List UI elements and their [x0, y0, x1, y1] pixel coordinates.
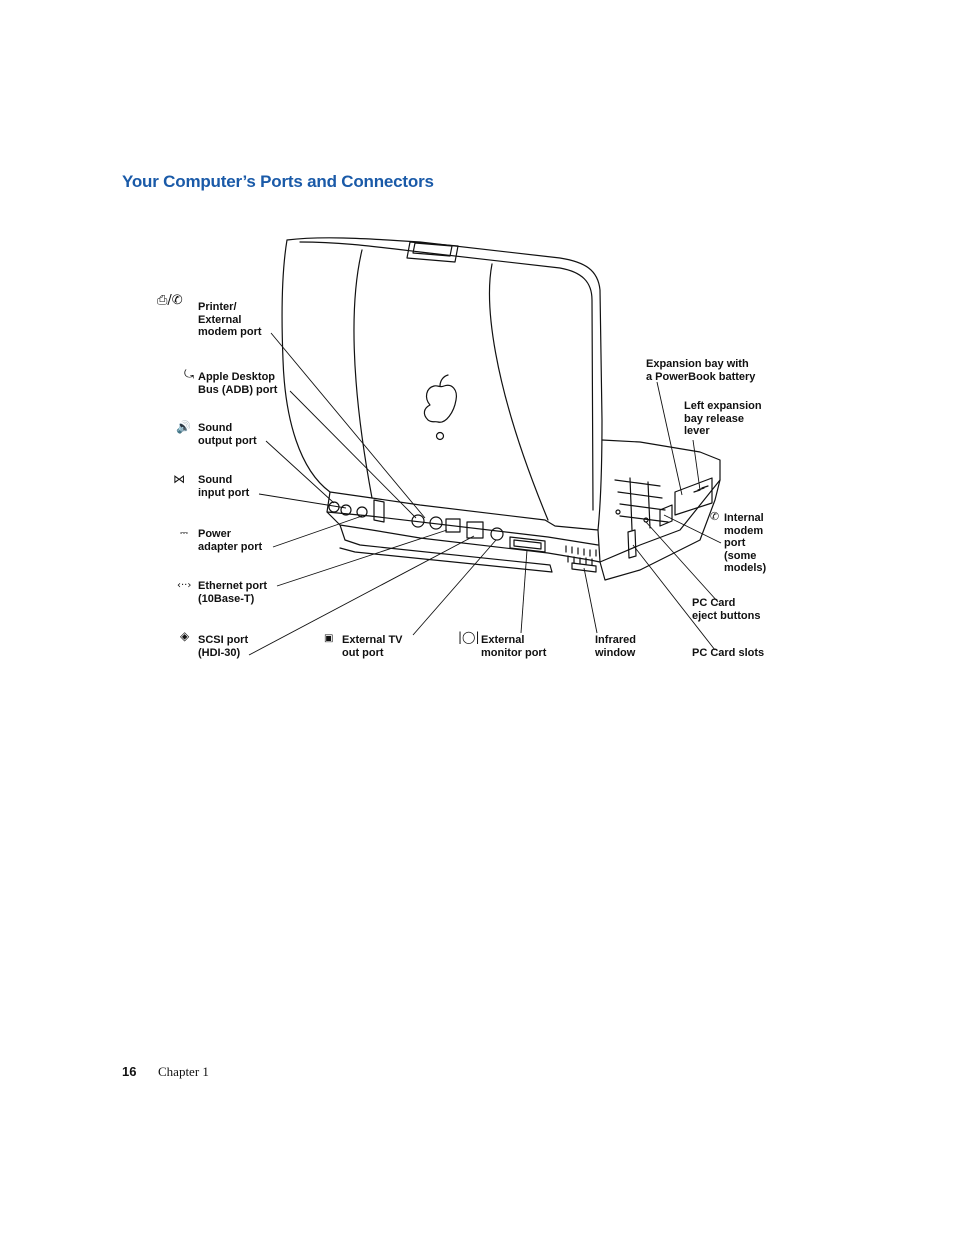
label-infrared-window: Infrared window — [595, 634, 636, 659]
scsi-icon: ◈ — [180, 629, 190, 643]
label-sound-output-port: Sound output port — [198, 422, 257, 447]
label-tv-out-port: External TV out port — [342, 634, 403, 659]
page-number: 16 — [122, 1064, 137, 1079]
label-monitor-port: External monitor port — [481, 634, 547, 659]
label-internal-modem-port: Internal modem port (some models) — [724, 512, 767, 574]
label-scsi-port: SCSI port (HDI-30) — [198, 634, 249, 659]
page-title: Your Computer’s Ports and Connectors — [122, 172, 434, 191]
speaker-icon: 🔊 — [176, 420, 191, 434]
dc-power-icon: ⎓ — [180, 528, 188, 539]
label-pc-card-eject: PC Card eject buttons — [692, 597, 761, 622]
label-ethernet-port: Ethernet port (10Base-T) — [198, 580, 268, 605]
microphone-icon: ⋈ — [173, 472, 185, 486]
printer-and-phone-icon: ⎙/✆ — [157, 293, 183, 308]
label-expansion-bay-lever: Left expansion bay release lever — [684, 400, 762, 437]
tv-out-icon: ▣ — [324, 633, 334, 644]
monitor-icon: |◯| — [458, 630, 480, 644]
label-pc-card-slots: PC Card slots — [692, 647, 765, 659]
label-adb-port: Apple Desktop Bus (ADB) port — [198, 371, 278, 396]
label-power-adapter-port: Power adapter port — [198, 528, 263, 553]
phone-icon: ✆ — [710, 510, 720, 523]
label-expansion-bay: Expansion bay with a PowerBook battery — [646, 358, 756, 383]
ethernet-icon: ‹··› — [177, 580, 192, 591]
label-sound-input-port: Sound input port — [198, 474, 250, 499]
chapter-label: Chapter 1 — [158, 1064, 209, 1079]
adb-icon: ⤿ — [184, 367, 194, 381]
label-printer-modem-port: Printer/ External modem port — [198, 301, 262, 338]
